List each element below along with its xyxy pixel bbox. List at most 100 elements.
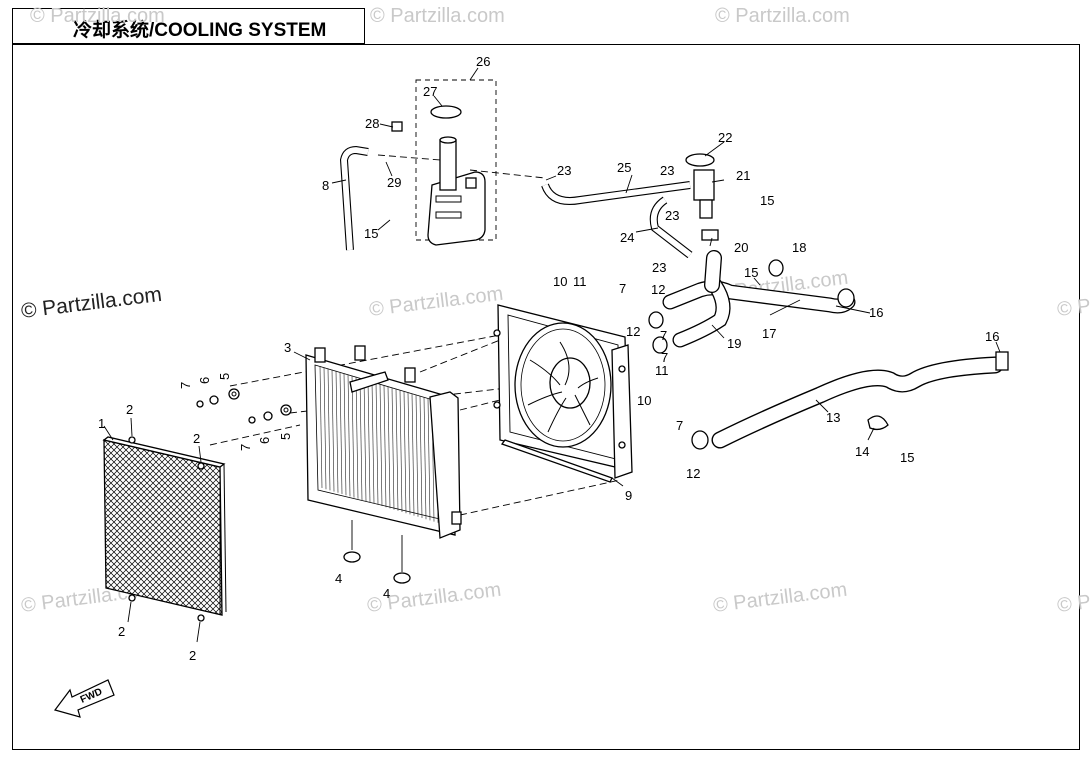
radiator-fin <box>403 391 407 514</box>
callout-4: 4 <box>335 571 342 586</box>
radiator-fin <box>415 394 419 517</box>
callout-9: 9 <box>625 488 632 503</box>
radiator-fin <box>323 367 327 490</box>
watermark-faded: © Partzilla.com <box>30 5 165 27</box>
diagram-title: 冷却系统/COOLING SYSTEM <box>73 20 327 41</box>
radiator-fin <box>363 379 367 502</box>
callout-7: 7 <box>676 418 683 433</box>
callout-25: 25 <box>617 160 631 175</box>
callout-6: 6 <box>257 437 272 444</box>
callout-12: 12 <box>651 282 665 297</box>
radiator-fin <box>355 376 359 499</box>
callout-12: 12 <box>626 324 640 339</box>
callout-11: 11 <box>573 274 587 289</box>
radiator-fin <box>383 385 387 508</box>
radiator-fin <box>427 398 431 521</box>
radiator-fin <box>395 388 399 511</box>
callout-3: 3 <box>284 340 291 355</box>
callout-7: 7 <box>661 350 668 365</box>
filler-neck <box>685 153 719 241</box>
callout-11: 11 <box>655 363 669 378</box>
fwd-arrow: FWD <box>53 679 115 718</box>
callout-26: 26 <box>476 54 490 69</box>
radiator-fin <box>351 375 355 498</box>
radiator-fin <box>331 369 335 492</box>
watermark-faded: © Partzilla.com <box>715 5 850 27</box>
radiator-fin <box>335 370 339 493</box>
callout-17: 17 <box>762 326 776 341</box>
callout-22: 22 <box>718 130 732 145</box>
hose-clamps <box>648 259 889 450</box>
radiator-fin <box>359 377 363 501</box>
leader-lines <box>103 67 1001 643</box>
radiator-fin <box>371 381 375 504</box>
watermark-faded: © Partzilla.com <box>712 579 848 617</box>
callout-20: 20 <box>734 240 748 255</box>
callout-5: 5 <box>217 373 232 380</box>
callout-7: 7 <box>178 382 193 389</box>
coolant-reservoir <box>391 79 497 246</box>
grommet <box>393 572 411 584</box>
radiator-fin <box>343 373 347 496</box>
callout-5: 5 <box>278 433 293 440</box>
radiator-fin <box>387 386 391 509</box>
callout-4: 4 <box>383 586 390 601</box>
callout-labels: 1 2 2 2 2 3 4 4 5 5 6 6 7 7 7 7 7 7 8 9 … <box>98 54 999 663</box>
radiator-fin <box>347 374 351 497</box>
callout-7: 7 <box>619 281 626 296</box>
fan-assembly <box>493 304 633 483</box>
callout-2: 2 <box>189 648 196 663</box>
callout-15: 15 <box>744 265 758 280</box>
callout-23: 23 <box>652 260 666 275</box>
watermark-faded: © Partzilla.com <box>1056 579 1090 617</box>
callout-2: 2 <box>118 624 125 639</box>
callout-19: 19 <box>727 336 741 351</box>
callout-21: 21 <box>736 168 750 183</box>
title-box: 冷却系统/COOLING SYSTEM <box>12 8 365 44</box>
callout-6: 6 <box>197 377 212 384</box>
callout-23: 23 <box>665 208 679 223</box>
radiator-fin <box>379 383 383 507</box>
callout-10: 10 <box>637 393 651 408</box>
callout-29: 29 <box>387 175 401 190</box>
radiator-fin <box>423 397 427 520</box>
radiator-fin <box>367 380 371 503</box>
radiator-fin <box>319 365 323 489</box>
callout-23: 23 <box>660 163 674 178</box>
callout-15: 15 <box>900 450 914 465</box>
callout-24: 24 <box>620 230 634 245</box>
callout-8: 8 <box>322 178 329 193</box>
callout-12: 12 <box>686 466 700 481</box>
grommet <box>343 551 361 563</box>
watermark-faded: © Partzilla.com <box>1056 283 1090 321</box>
callout-16: 16 <box>869 305 883 320</box>
radiator-fin <box>407 392 411 515</box>
callout-28: 28 <box>365 116 379 131</box>
callout-15: 15 <box>364 226 378 241</box>
radiator-hardware <box>196 388 292 424</box>
watermark-main: © Partzilla.com <box>20 283 163 323</box>
callout-15: 15 <box>760 193 774 208</box>
callout-14: 14 <box>855 444 869 459</box>
lower-hose <box>711 351 1009 449</box>
callout-18: 18 <box>792 240 806 255</box>
callout-7: 7 <box>660 328 667 343</box>
diagram-frame <box>12 44 1080 750</box>
callout-10: 10 <box>553 274 567 289</box>
radiator-fin <box>399 389 403 513</box>
radiator-fin <box>339 371 343 495</box>
radiator-fin <box>375 382 379 505</box>
callout-16: 16 <box>985 329 999 344</box>
radiator-screen <box>102 436 227 622</box>
radiator-fin <box>419 395 423 519</box>
watermark-faded: © Partzilla.com <box>368 283 504 321</box>
callout-2: 2 <box>126 402 133 417</box>
radiator-fin <box>327 368 331 491</box>
callout-2: 2 <box>193 431 200 446</box>
radiator <box>305 345 462 539</box>
callout-7: 7 <box>238 444 253 451</box>
callout-23: 23 <box>557 163 571 178</box>
callout-27: 27 <box>423 84 437 99</box>
radiator-fin <box>411 393 415 516</box>
